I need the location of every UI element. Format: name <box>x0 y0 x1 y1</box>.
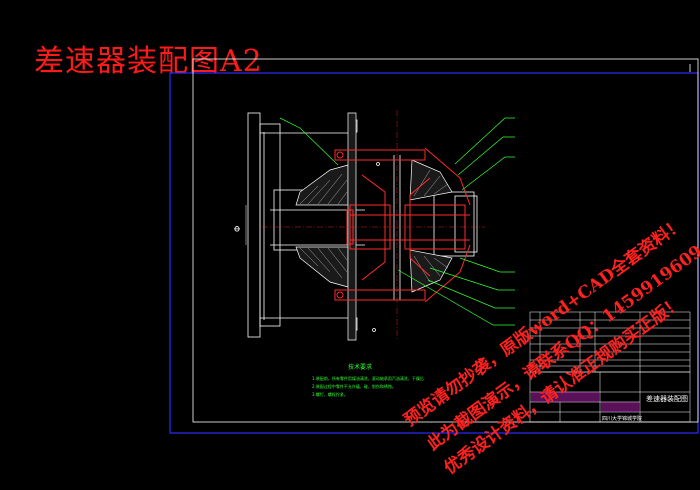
tech-req-line-2: 2.装配过程中零件不允许磕、碰、划伤和锈蚀。 <box>312 383 396 389</box>
title-block-org: 四川大学锦城学院 <box>602 415 642 422</box>
hatch-lines <box>299 169 449 283</box>
tech-req-line-3: 3.螺钉、螺栓拧紧。 <box>312 391 348 397</box>
title-block-name: 差速器装配图 <box>646 394 688 403</box>
differential-assembly <box>247 112 478 338</box>
tech-req-title: 技术要求 <box>348 363 372 371</box>
title-block <box>529 371 691 423</box>
red-components <box>334 147 471 303</box>
parts-list <box>529 311 691 373</box>
inner-border <box>192 58 699 423</box>
left-dimension-label: Φ <box>233 226 242 232</box>
tech-req-line-1: 1.装配前，所有零件用煤油清洗，滚动轴承用汽油清洗，干燥后 <box>312 375 424 381</box>
leader-lines <box>279 117 515 326</box>
